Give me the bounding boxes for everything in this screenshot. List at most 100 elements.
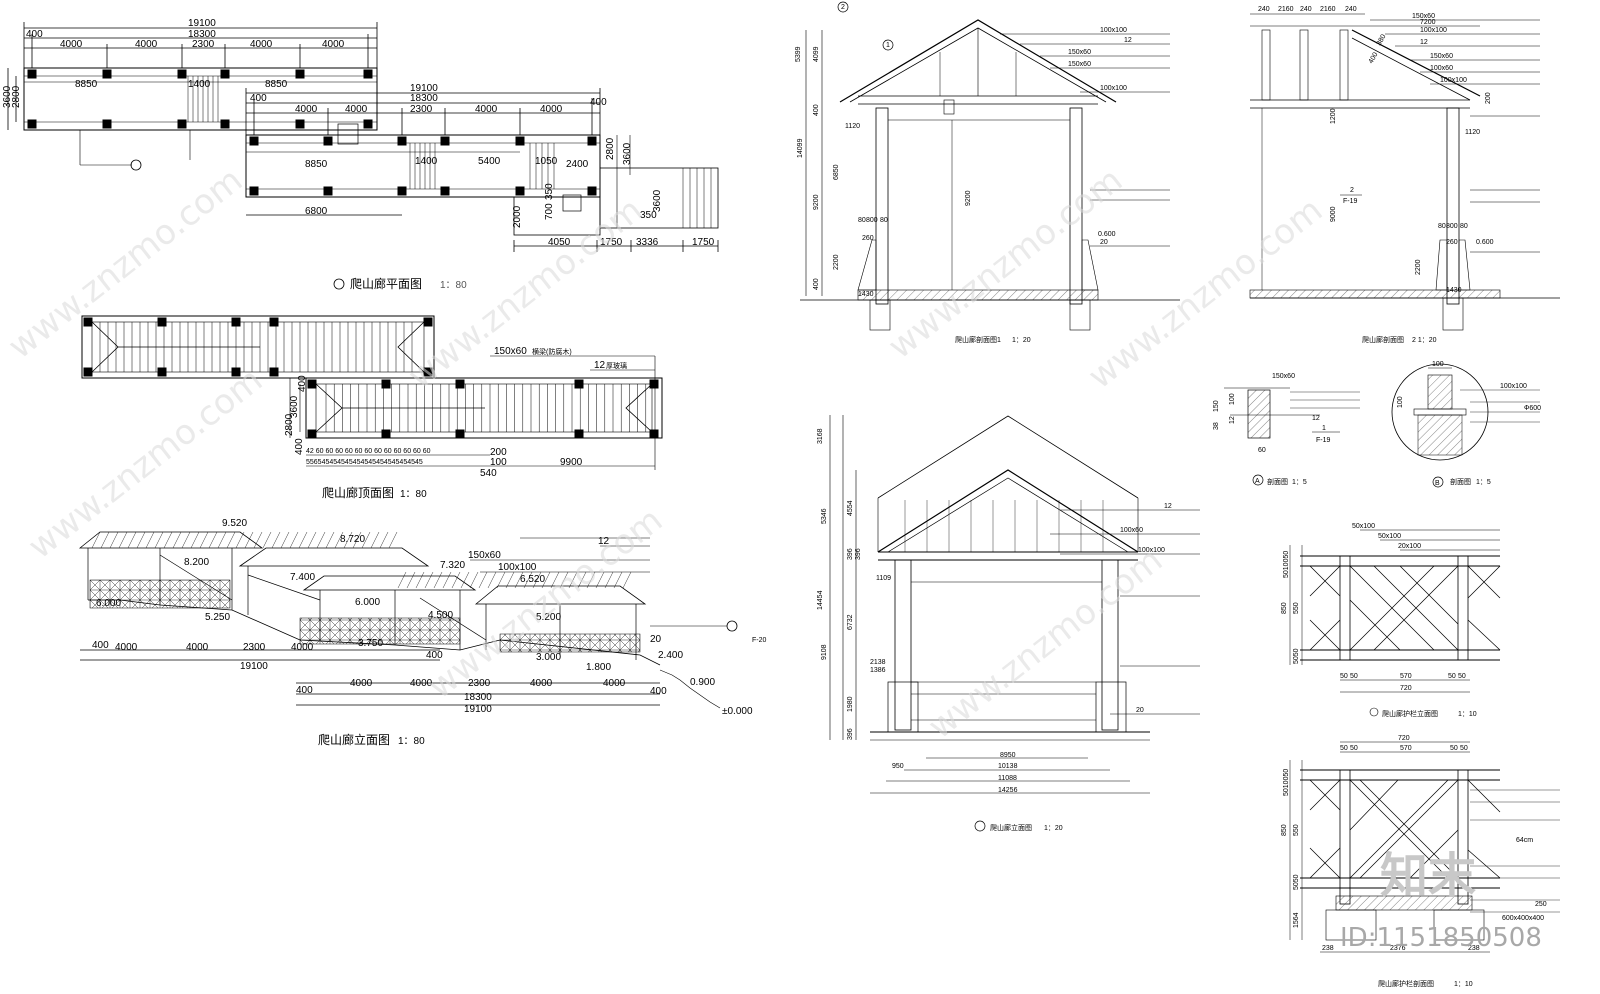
logo-watermark: 知末 bbox=[1380, 848, 1476, 904]
roof-side2-dim: 400 bbox=[297, 375, 308, 392]
rafter-line bbox=[415, 571, 425, 589]
plan-total2-dim: 19100 bbox=[410, 83, 438, 94]
plan-bay4-dim: 4000 bbox=[250, 39, 273, 50]
rafter-line bbox=[100, 531, 110, 549]
plan-bay2-dim: 4000 bbox=[135, 39, 158, 50]
plan-bay3-dim: 2300 bbox=[192, 39, 215, 50]
railsec-s4: 570 bbox=[1400, 745, 1412, 752]
sec1-w4: 80 bbox=[880, 217, 888, 224]
sec2-m5: 100x60 bbox=[1430, 65, 1453, 72]
roof-len-dim: 9900 bbox=[560, 457, 583, 468]
rafter-line bbox=[361, 531, 371, 549]
elev-u3: 4000 bbox=[410, 678, 433, 689]
sec1-h2: 4099 bbox=[813, 46, 820, 62]
plan-total-dim: 19100 bbox=[188, 18, 216, 29]
detail-a-view: 150x60 150 100 38 12 60 12 1 F-19 A 剖面图 … bbox=[1213, 373, 1360, 486]
elev-m3: 12 bbox=[598, 536, 610, 547]
rafter-line bbox=[532, 571, 542, 589]
elev-u7: 400 bbox=[650, 686, 667, 697]
sec2-ref2: F-19 bbox=[1343, 198, 1358, 205]
detail-a-scale: 1：5 bbox=[1292, 479, 1307, 486]
plan-e3-dim: 3600 bbox=[652, 189, 663, 212]
sec1-m2: 12 bbox=[1124, 37, 1132, 44]
railsec-sw2: 2376 bbox=[1390, 945, 1406, 952]
roof-side1-dim: 3600 bbox=[289, 395, 300, 418]
front-h2: 5346 bbox=[821, 508, 828, 524]
rail-h3: 850 bbox=[1281, 602, 1288, 614]
elev-lv17: ±0.000 bbox=[722, 706, 753, 717]
watermark-4: www.znzmo.com bbox=[421, 500, 670, 707]
watermark-6: www.znzmo.com bbox=[921, 540, 1170, 747]
sec2-t2: 2160 bbox=[1278, 6, 1294, 13]
sec1-w6: 1430 bbox=[858, 291, 874, 298]
sec1-m6: 20 bbox=[1100, 239, 1108, 246]
elev-m2: 100x100 bbox=[498, 562, 537, 573]
sec2-h5: 2200 bbox=[1415, 259, 1422, 275]
elev-utot: 18300 bbox=[464, 692, 492, 703]
plan-f2-dim: 4050 bbox=[548, 237, 571, 248]
front-h8: 6732 bbox=[847, 614, 854, 630]
sec1-m3: 150x60 bbox=[1068, 49, 1091, 56]
railsec-s3: 50 bbox=[1350, 745, 1358, 752]
rafter-line bbox=[91, 531, 101, 549]
elev-u2: 4000 bbox=[350, 678, 373, 689]
railsec-sw1: 238 bbox=[1322, 945, 1334, 952]
det-a1: 150x60 bbox=[1272, 373, 1295, 380]
roof-r2-note: 厚玻璃 bbox=[606, 361, 627, 370]
front-elev-title: 爬山廊立面图 bbox=[990, 823, 1032, 832]
sec1-h6: 2200 bbox=[833, 254, 840, 270]
plan-side2-dim: 2800 bbox=[11, 85, 22, 108]
plan-f3-dim: 1750 bbox=[600, 237, 623, 248]
rail-m2: 50x100 bbox=[1378, 533, 1401, 540]
front-w5: 950 bbox=[892, 763, 904, 770]
elev-lv16: 0.900 bbox=[690, 677, 715, 688]
railsec-f2: 600x400x400 bbox=[1502, 915, 1544, 922]
plan-b4-dim: 4000 bbox=[475, 104, 498, 115]
rafter-line bbox=[352, 531, 362, 549]
plan-c4-dim: 1050 bbox=[535, 156, 558, 167]
rafter-line bbox=[145, 531, 155, 549]
rail-elev-scale: 1：10 bbox=[1458, 711, 1477, 718]
elev-u1: 400 bbox=[296, 685, 313, 696]
rafter-line bbox=[433, 571, 443, 589]
rafter-line bbox=[388, 531, 398, 549]
rafter-line bbox=[586, 571, 596, 589]
elev-lv7: 6.000 bbox=[96, 598, 121, 609]
railsec-s6: 50 bbox=[1460, 745, 1468, 752]
plan-e5-dim: 2000 bbox=[512, 205, 523, 228]
rafter-line bbox=[541, 571, 551, 589]
plan-b1-dim: 4000 bbox=[295, 104, 318, 115]
rafter-line bbox=[478, 571, 488, 589]
rail-w2: 50 bbox=[1350, 673, 1358, 680]
sec2-t3: 240 bbox=[1300, 6, 1312, 13]
rail-w5: 50 bbox=[1458, 673, 1466, 680]
plan-w3-dim: 8850 bbox=[265, 79, 288, 90]
svg-text:B: B bbox=[1435, 480, 1440, 487]
rail-sec-scale: 1：10 bbox=[1454, 981, 1473, 988]
sec2-h2: 400 bbox=[1368, 51, 1380, 65]
elev-u6: 4000 bbox=[603, 678, 626, 689]
sec1-h1: 5399 bbox=[795, 46, 802, 62]
rafter-line bbox=[550, 571, 560, 589]
rafter-line bbox=[307, 531, 317, 549]
front-h11: 1109 bbox=[876, 575, 891, 582]
section1-title: 爬山廊剖面图1 bbox=[955, 335, 1001, 344]
railsec-sh5: 1564 bbox=[1293, 912, 1300, 928]
plan-e1-dim: 2800 bbox=[605, 137, 616, 160]
sec1-m5: 100x100 bbox=[1100, 85, 1127, 92]
front-h7: 9108 bbox=[821, 644, 828, 660]
sec1-w1: 1120 bbox=[845, 123, 860, 130]
sec2-m2: 100x100 bbox=[1420, 27, 1447, 34]
rafter-line bbox=[334, 531, 344, 549]
sec2-w1: 1120 bbox=[1465, 129, 1480, 136]
rafter-line bbox=[262, 531, 272, 549]
rafter-line bbox=[622, 571, 632, 589]
rafter-line bbox=[190, 531, 200, 549]
det-a5: 12 bbox=[1229, 416, 1236, 424]
plan-f4-dim: 3336 bbox=[636, 237, 659, 248]
elev-t2: 4000 bbox=[115, 642, 138, 653]
plan-bay1-dim: 4000 bbox=[60, 39, 83, 50]
sec2-ref1: 2 bbox=[1350, 187, 1354, 194]
roof-r2-label: 12 bbox=[594, 360, 606, 371]
front-m4: 20 bbox=[1136, 707, 1144, 714]
